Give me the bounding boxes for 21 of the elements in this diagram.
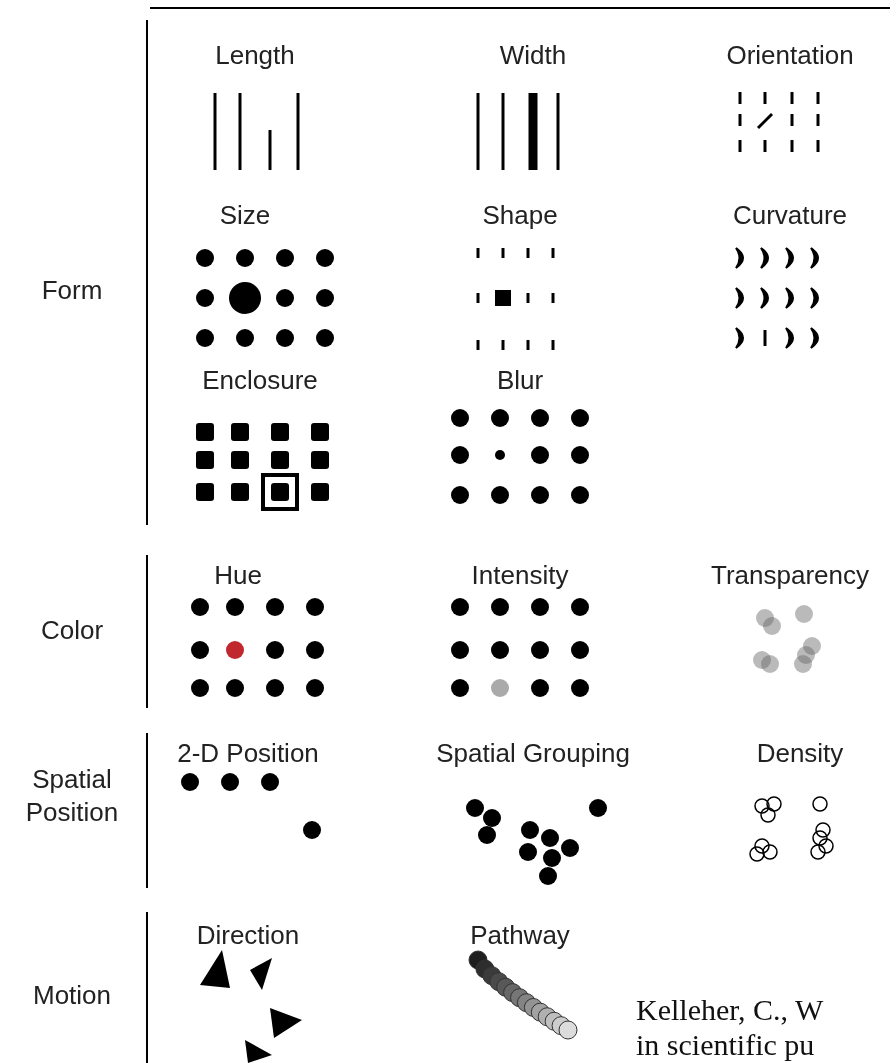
citation-text: Kelleher, C., W in scientific pu [636,993,825,1062]
attribute-label: Hue [214,560,262,591]
group-label: Form [40,273,104,307]
attribute-label: Transparency [711,560,869,591]
attribute-label: Pathway [470,920,570,951]
attribute-label: Width [499,40,567,71]
attribute-label: Spatial Grouping [436,738,630,769]
attribute-label: Curvature [732,200,848,231]
attribute-label: Shape [482,200,558,231]
attribute-label: Density [756,738,844,769]
attribute-label: Direction [196,920,300,951]
group-label: Motion [31,978,112,1012]
attribute-label: Blur [496,365,544,396]
group-label: Spatial Position [24,762,120,828]
attribute-label: Enclosure [202,365,318,396]
group-label: Color [39,613,105,647]
attribute-label: 2-D Position [177,738,319,769]
attribute-label: Size [219,200,271,231]
attribute-label: Length [215,40,295,71]
attribute-label: Intensity [471,560,569,591]
attribute-label: Orientation [726,40,854,71]
